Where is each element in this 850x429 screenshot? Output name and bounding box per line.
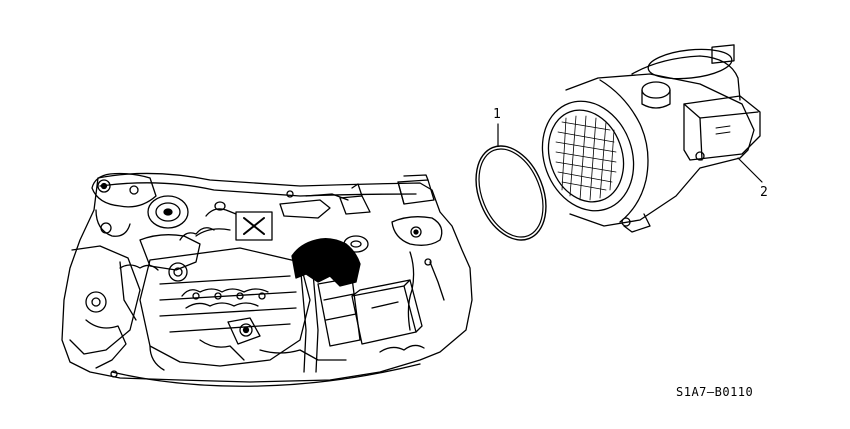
air-flow-meter-part (541, 44, 763, 233)
callout-label-2: 2 (760, 185, 768, 200)
callout-label-1: 1 (493, 107, 501, 122)
reference-code: S1A7—B0110 (676, 385, 754, 399)
gasket-part (475, 123, 547, 241)
engine-bay-illustration (61, 172, 473, 387)
